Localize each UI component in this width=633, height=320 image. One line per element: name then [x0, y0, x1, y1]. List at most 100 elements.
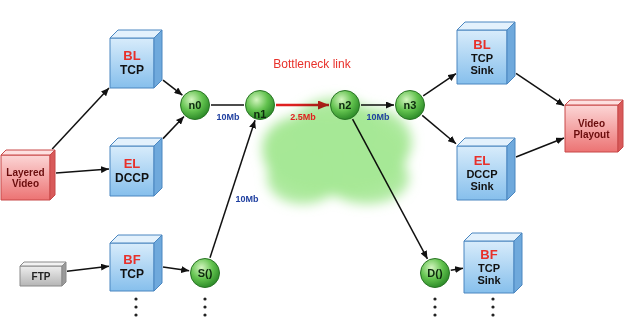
top-face: [110, 30, 162, 38]
bandwidth-label: 10Mb: [365, 113, 390, 123]
layer-tag: BL: [123, 49, 140, 63]
front-face: [457, 30, 507, 84]
dot: [491, 297, 494, 300]
node-shape: [222, 38, 402, 163]
node-content: D(): [420, 258, 450, 288]
node-content: S(): [190, 258, 220, 288]
node-content: n3: [395, 90, 425, 120]
node-label: Bottleneck link: [273, 58, 350, 71]
layer-tag: EL: [124, 157, 141, 171]
node-circle: [396, 91, 425, 120]
agent-cube: BLTCP: [110, 30, 162, 88]
top-face: [110, 138, 162, 146]
node-content: BLTCP Sink: [457, 30, 507, 84]
connector-arrow: [423, 74, 456, 96]
router-node: n3: [395, 90, 425, 120]
side-face: [514, 233, 522, 293]
node-content: BFTCP: [110, 243, 154, 291]
media-box: Layered Video: [1, 150, 55, 200]
router-node: S(): [190, 258, 220, 288]
media-box: Video Playout: [565, 100, 623, 152]
node-label: DCCP Sink: [459, 168, 505, 192]
connector-arrow: [163, 117, 184, 139]
side-face: [618, 100, 623, 152]
node-label: n1: [254, 108, 267, 120]
bandwidth-label: 2.5Mb: [289, 113, 317, 123]
connector-arrow: [211, 104, 244, 106]
node-label: FTP: [32, 271, 51, 282]
dot: [491, 305, 494, 308]
dot: [491, 313, 494, 316]
node-content: n0: [180, 90, 210, 120]
sink-cube: ELDCCP Sink: [457, 138, 515, 200]
top-face: [457, 138, 515, 146]
agent-cube: ELDCCP: [110, 138, 162, 196]
node-label: n3: [404, 99, 417, 111]
cloud-puff: [325, 152, 409, 204]
dot: [203, 297, 206, 300]
dot: [433, 313, 436, 316]
dot: [134, 297, 137, 300]
node-label: S(): [198, 267, 213, 279]
router-node: n1: [245, 90, 275, 120]
node-label: D(): [427, 267, 442, 279]
node-circle: [191, 259, 220, 288]
front-face: [20, 266, 62, 286]
node-label: DCCP: [115, 172, 149, 185]
bottleneck-cloud: n1 n2 Bottleneck link: [222, 38, 402, 163]
node-content: Video Playout: [565, 105, 618, 152]
sink-cube: BFTCP Sink: [464, 233, 522, 293]
node-label: TCP: [120, 64, 144, 77]
bandwidth-label: 10Mb: [234, 195, 259, 205]
node-circle: [181, 91, 210, 120]
node-content: Bottleneck link: [222, 38, 402, 71]
node-circle: [331, 91, 360, 120]
node-label: n2: [339, 99, 352, 111]
front-face: [464, 241, 514, 293]
side-face: [154, 30, 162, 88]
dot: [203, 305, 206, 308]
node-content: n2: [330, 90, 360, 120]
top-face: [457, 22, 515, 30]
application-box: FTP: [20, 262, 66, 286]
layer-tag: BF: [480, 248, 497, 262]
node-circle: [421, 259, 450, 288]
node-content: FTP: [20, 266, 62, 286]
bandwidth-label: 10Mb: [215, 113, 240, 123]
continuation-dots: [134, 297, 494, 316]
connector-arrow: [210, 120, 255, 258]
node-content: Layered Video: [1, 155, 50, 200]
front-face: [457, 146, 507, 200]
connector-arrow: [163, 267, 189, 271]
node-content: ELDCCP Sink: [457, 146, 507, 200]
router-node: D(): [420, 258, 450, 288]
node-content: ELDCCP: [110, 146, 154, 196]
sink-cube: BLTCP Sink: [457, 22, 515, 84]
connector-arrow: [361, 104, 394, 106]
connector-arrow: [56, 169, 109, 173]
top-face: [110, 235, 162, 243]
layer-tag: BL: [473, 38, 490, 52]
side-face: [50, 150, 55, 200]
dot: [433, 305, 436, 308]
node-label: n0: [189, 99, 202, 111]
side-face: [507, 138, 515, 200]
connector-arrow: [163, 80, 182, 95]
layer-tag: EL: [474, 154, 491, 168]
front-face: [110, 146, 154, 196]
side-face: [154, 235, 162, 291]
node-label: TCP: [120, 268, 144, 281]
node-label: Layered Video: [3, 167, 48, 189]
node-content: BFTCP Sink: [464, 241, 514, 293]
node-label: Video Playout: [567, 118, 616, 140]
node-content: BLTCP: [110, 38, 154, 88]
dot: [433, 297, 436, 300]
layer-tag: BF: [123, 253, 140, 267]
top-face: [464, 233, 522, 241]
top-face: [1, 150, 55, 155]
top-face: [565, 100, 623, 105]
connector-arrow: [516, 138, 564, 157]
front-face: [565, 105, 618, 152]
top-face: [20, 262, 66, 266]
